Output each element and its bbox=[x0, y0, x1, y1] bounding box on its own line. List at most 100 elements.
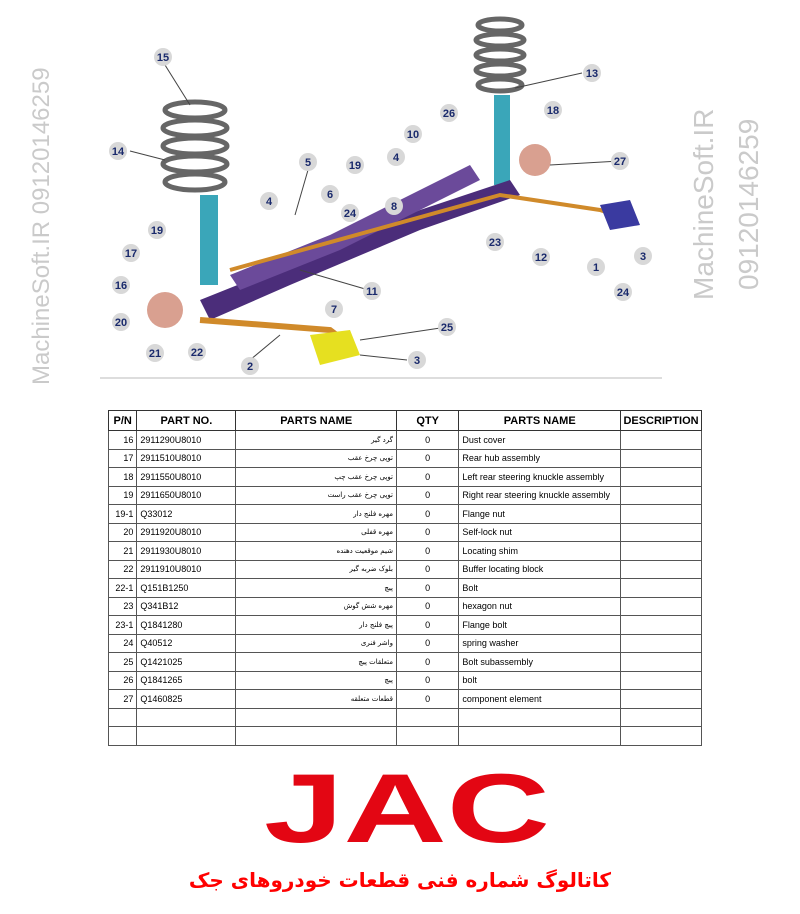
callout-number: 25 bbox=[441, 322, 453, 334]
cell-name-fa: پیچ bbox=[235, 578, 397, 598]
cell-part-no: Q40512 bbox=[136, 633, 237, 653]
callout-1: 1 bbox=[587, 258, 605, 276]
cell-desc bbox=[620, 689, 702, 709]
callout-circle bbox=[154, 48, 172, 66]
callout-number: 27 bbox=[614, 156, 626, 168]
callout-5: 5 bbox=[299, 153, 317, 171]
cell-desc bbox=[620, 652, 702, 672]
cell-part-no: 2911650U8010 bbox=[136, 485, 237, 505]
cell-qty: 0 bbox=[395, 596, 460, 616]
cell-pn: 24 bbox=[107, 633, 138, 653]
cell-name-en: Buffer locating block bbox=[458, 559, 622, 579]
callout-circle bbox=[363, 282, 381, 300]
callout-7: 7 bbox=[325, 300, 343, 318]
watermark-phone: 09120146259 bbox=[28, 67, 55, 215]
cell-name-fa: متعلقات پیچ bbox=[235, 652, 397, 672]
cell-qty: 0 bbox=[395, 522, 460, 542]
watermark-text: MachineSoft.IR bbox=[28, 220, 55, 385]
cell-pn: 26 bbox=[107, 670, 138, 690]
cell-qty: 0 bbox=[395, 670, 460, 690]
cell-pn: 27 bbox=[107, 689, 138, 709]
callout-circle bbox=[544, 101, 562, 119]
cell-name-en bbox=[458, 726, 622, 746]
cell-pn: 20 bbox=[107, 522, 138, 542]
jac-logo: JAC bbox=[264, 762, 550, 852]
bracket-right bbox=[600, 200, 640, 230]
callout-circle bbox=[440, 104, 458, 122]
cell-desc bbox=[620, 578, 702, 598]
cell-pn: 22-1 bbox=[107, 578, 138, 598]
column-header: P/N bbox=[107, 410, 138, 431]
left-strut bbox=[200, 195, 218, 285]
leader-lines bbox=[129, 64, 621, 361]
callout-circle bbox=[146, 344, 164, 362]
callout-20: 20 bbox=[112, 313, 130, 331]
column-header: PARTS NAME bbox=[235, 410, 397, 431]
right-coil-spring bbox=[473, 16, 527, 94]
cell-name-fa: مهره فلنج دار bbox=[235, 504, 397, 524]
callout-number: 24 bbox=[617, 287, 630, 299]
jac-logo-text: JAC bbox=[264, 762, 550, 852]
callout-8: 8 bbox=[385, 197, 403, 215]
cell-desc bbox=[620, 596, 702, 616]
cell-name-fa bbox=[235, 726, 397, 746]
callout-26: 26 bbox=[440, 104, 458, 122]
cell-part-no: Q1841265 bbox=[136, 670, 237, 690]
callout-circle bbox=[188, 343, 206, 361]
bracket bbox=[310, 330, 360, 365]
cell-name-fa: بلوک ضربه گیر bbox=[235, 559, 397, 579]
cell-desc bbox=[620, 633, 702, 653]
cell-pn bbox=[107, 726, 138, 746]
cell-desc bbox=[620, 615, 702, 635]
cell-name-fa: شیم موقعیت دهنده bbox=[235, 541, 397, 561]
cell-desc bbox=[620, 707, 702, 727]
callout-number: 6 bbox=[327, 189, 333, 201]
cell-desc bbox=[620, 504, 702, 524]
cell-name-fa: توپی چرخ عقب چپ bbox=[235, 467, 397, 487]
cell-part-no bbox=[136, 707, 237, 727]
callout-circle bbox=[112, 313, 130, 331]
callout-number: 10 bbox=[407, 129, 419, 141]
callout-circle bbox=[241, 357, 259, 375]
cell-name-en: Bolt subassembly bbox=[458, 652, 622, 672]
callout-circle bbox=[404, 125, 422, 143]
callout-number: 14 bbox=[112, 146, 125, 158]
cell-name-en: Self-lock nut bbox=[458, 522, 622, 542]
cell-pn: 18 bbox=[107, 467, 138, 487]
cell-part-no: 2911510U8010 bbox=[136, 448, 237, 468]
cell-qty: 0 bbox=[395, 541, 460, 561]
callout-4: 4 bbox=[387, 148, 405, 166]
callout-number: 8 bbox=[391, 201, 397, 213]
cell-name-en: hexagon nut bbox=[458, 596, 622, 616]
cell-pn: 21 bbox=[107, 541, 138, 561]
callout-number: 3 bbox=[640, 251, 646, 263]
callout-circle bbox=[587, 258, 605, 276]
cell-qty: 0 bbox=[395, 633, 460, 653]
callout-circle bbox=[486, 233, 504, 251]
callout-circle bbox=[634, 247, 652, 265]
cell-desc bbox=[620, 559, 702, 579]
cell-qty: 0 bbox=[395, 504, 460, 524]
cell-name-en: Flange bolt bbox=[458, 615, 622, 635]
callout-circle bbox=[611, 152, 629, 170]
callout-number: 22 bbox=[191, 347, 203, 359]
callout-number: 13 bbox=[586, 68, 598, 80]
callout-27: 27 bbox=[611, 152, 629, 170]
cell-name-en: bolt bbox=[458, 670, 622, 690]
cell-name-en: spring washer bbox=[458, 633, 622, 653]
cell-part-no: Q1841280 bbox=[136, 615, 237, 635]
cell-qty bbox=[395, 707, 460, 727]
callout-number: 4 bbox=[266, 196, 273, 208]
callout-16: 16 bbox=[112, 276, 130, 294]
cell-name-fa: توپی چرخ عقب bbox=[235, 448, 397, 468]
left-hub bbox=[147, 292, 183, 328]
